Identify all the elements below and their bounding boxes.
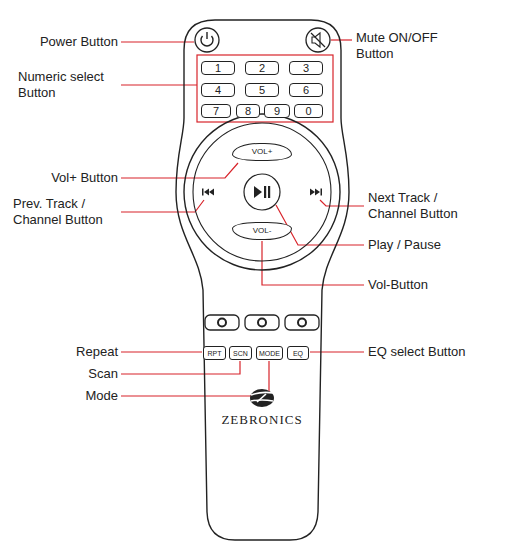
leader-line — [320, 200, 364, 206]
round-key — [245, 315, 279, 330]
callout-label: Vol+ Button — [51, 170, 118, 186]
power-icon — [206, 32, 207, 39]
key-label: VOL- — [253, 227, 272, 235]
callout-label: Prev. Track / Channel Button — [13, 196, 118, 228]
round-key-dot — [298, 319, 306, 327]
next-icon — [315, 189, 320, 196]
callout-label: Mute ON/OFF Button — [356, 30, 456, 62]
remote-drawing — [172, 18, 354, 545]
remote-key: SCN — [229, 346, 252, 360]
remote-key: 2 — [245, 61, 279, 75]
nav-pad-ring — [193, 123, 331, 261]
remote-key: MODE — [256, 346, 283, 360]
leader-line — [121, 84, 197, 85]
pause-icon — [268, 186, 270, 198]
leader-line — [121, 163, 238, 178]
prev-icon — [204, 189, 209, 196]
remote-key: 4 — [201, 83, 235, 97]
key-label: 1 — [215, 63, 221, 74]
next-icon — [321, 189, 323, 196]
remote-key: EQ — [287, 346, 309, 360]
callout-label: Vol-Button — [368, 277, 428, 293]
leader-line — [121, 351, 202, 352]
leader-line — [121, 361, 269, 396]
round-key — [205, 315, 239, 330]
remote-key: VOL- — [232, 222, 292, 240]
mute-button — [306, 28, 330, 52]
key-label: 8 — [245, 106, 251, 117]
key-label: 4 — [215, 85, 221, 96]
remote-key: 6 — [289, 83, 323, 97]
prev-icon — [202, 189, 204, 196]
remote-key: 9 — [264, 104, 290, 118]
key-label: EQ — [293, 350, 303, 357]
brand-logo — [257, 394, 266, 402]
play-icon — [254, 186, 262, 198]
remote-key: 0 — [294, 104, 323, 118]
brand-logo — [251, 400, 273, 401]
key-label: 9 — [274, 106, 280, 117]
remote-body: ZEBRONICS 1 2 3 4 5 6 7 8 9 0VOL+ VOL- RPT SCN MODE EQ — [172, 18, 354, 545]
power-button — [195, 28, 219, 52]
callout-label: Mode — [85, 388, 118, 404]
key-label: RPT — [208, 350, 222, 357]
next-icon — [310, 189, 315, 196]
key-label: 6 — [303, 85, 309, 96]
leader-line — [331, 39, 352, 40]
pause-icon — [264, 186, 266, 198]
key-label: 2 — [259, 63, 265, 74]
callout-label: EQ select Button — [368, 344, 466, 360]
mute-icon — [311, 33, 325, 47]
callout-label: Repeat — [76, 344, 118, 360]
leader-line — [121, 361, 240, 374]
key-label: 5 — [259, 85, 265, 96]
key-label: MODE — [259, 350, 280, 357]
remote-key: 5 — [245, 83, 279, 97]
round-key-dot — [218, 319, 226, 327]
remote-body-outline — [176, 20, 349, 540]
callout-label: Power Button — [40, 34, 118, 50]
callout-label: Numeric select Button — [18, 69, 118, 101]
brand-logo — [251, 392, 273, 395]
remote-drawing — [121, 40, 364, 396]
remote-key: 7 — [201, 104, 231, 118]
remote-key: 1 — [201, 61, 235, 75]
key-label: 3 — [303, 63, 309, 74]
callout-label: Next Track / Channel Button — [368, 190, 473, 222]
leader-line — [121, 200, 204, 212]
brand-logo — [250, 389, 274, 407]
key-label: 7 — [213, 106, 219, 117]
round-key — [285, 315, 319, 330]
remote-key: 8 — [236, 104, 260, 118]
round-key-dot — [258, 319, 266, 327]
brand-name: ZEBRONICS — [221, 412, 302, 428]
remote-key: VOL+ — [232, 143, 292, 161]
callout-label: Play / Pause — [368, 237, 441, 253]
play-button — [244, 174, 280, 210]
key-label: VOL+ — [252, 148, 273, 156]
nav-pad-outer — [184, 114, 340, 270]
callout-label: Scan — [88, 366, 118, 382]
remote-key: 3 — [289, 61, 323, 75]
numeric-group-frame — [197, 55, 333, 122]
prev-icon — [209, 189, 214, 196]
key-label: SCN — [233, 350, 248, 357]
remote-key: RPT — [203, 346, 226, 360]
leader-line — [262, 241, 364, 285]
key-label: 0 — [305, 106, 311, 117]
leader-line — [310, 351, 364, 352]
leader-line — [121, 41, 194, 42]
